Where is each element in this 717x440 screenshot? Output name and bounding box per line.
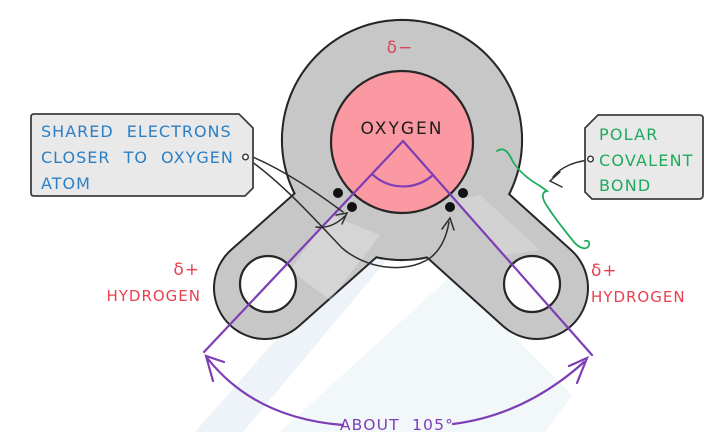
shared-electrons-line2: CLOSER TO OXYGEN bbox=[41, 148, 234, 167]
watermark-streak bbox=[195, 230, 412, 432]
pointer-swoop bbox=[247, 158, 450, 269]
callout-box bbox=[584, 114, 704, 200]
right-delta-plus-label: δ+ bbox=[591, 261, 618, 281]
left-delta-plus-label: δ+ bbox=[173, 260, 200, 280]
body-highlight bbox=[455, 195, 540, 255]
curly-brace bbox=[496, 148, 591, 250]
right-hydrogen-label: HYDROGEN bbox=[591, 288, 686, 306]
angle-span-arc-left bbox=[206, 357, 345, 427]
arrowhead-right-electrons bbox=[441, 216, 455, 231]
arrowhead-left-electrons bbox=[335, 212, 349, 225]
bond-brace-group bbox=[496, 148, 591, 250]
right-bond-line bbox=[401, 139, 594, 357]
oxygen-label: OXYGEN bbox=[361, 119, 444, 139]
shared-electrons-callout: SHARED ELECTRONS CLOSER TO OXYGEN ATOM bbox=[30, 113, 254, 197]
shared-electrons-line3: ATOM bbox=[41, 174, 91, 193]
polar-bond-line3: BOND bbox=[599, 176, 651, 195]
electron-dot bbox=[445, 202, 455, 212]
bond-angle-group bbox=[202, 139, 594, 427]
left-bond-line bbox=[202, 139, 405, 354]
left-hydrogen-label: HYDROGEN bbox=[106, 287, 201, 305]
delta-minus-label: δ− bbox=[387, 38, 414, 58]
molecule-body bbox=[213, 18, 589, 340]
electron-pointers bbox=[247, 154, 589, 269]
callout-anchor-dot bbox=[587, 155, 595, 163]
watermark bbox=[195, 230, 572, 432]
shared-electrons-line1: SHARED ELECTRONS bbox=[41, 122, 232, 141]
electron-dot bbox=[347, 202, 357, 212]
electron-dot bbox=[333, 188, 343, 198]
arrowhead-bond bbox=[548, 171, 563, 188]
pointer-short-arrow bbox=[315, 215, 346, 229]
body-highlight bbox=[290, 215, 380, 300]
electron-dots bbox=[333, 188, 468, 212]
bond-angle-label: ABOUT 105° bbox=[340, 416, 454, 434]
angle-arc bbox=[370, 172, 435, 188]
electron-dot bbox=[458, 188, 468, 198]
polar-bond-callout: POLAR COVALENT BOND bbox=[584, 114, 704, 200]
arrowhead-right bbox=[567, 355, 590, 385]
polar-bond-line1: POLAR bbox=[599, 125, 659, 144]
atom-labels: OXYGEN δ− δ+ HYDROGEN δ+ HYDROGEN ABOUT … bbox=[106, 38, 686, 434]
pointer-line-upper bbox=[247, 154, 344, 213]
callout-anchor-dot bbox=[241, 153, 249, 161]
callout-box bbox=[30, 113, 254, 197]
watermark-streak bbox=[280, 275, 572, 432]
polar-bond-line2: COVALENT bbox=[599, 151, 694, 170]
angle-span-arc-right bbox=[451, 360, 586, 426]
arrowhead-left bbox=[204, 354, 226, 383]
